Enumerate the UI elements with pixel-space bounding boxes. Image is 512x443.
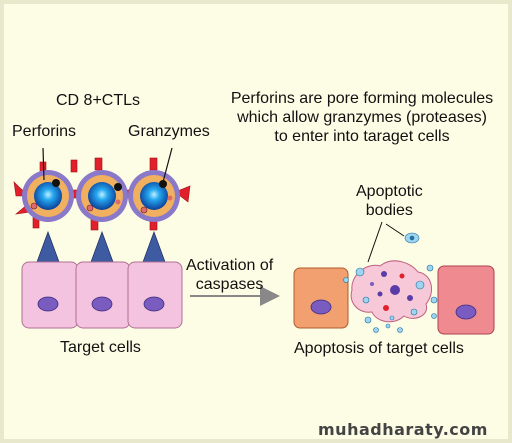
perforins-pointer bbox=[42, 147, 45, 181]
activation-label: Activation of caspases bbox=[186, 256, 273, 294]
apoptotic-bodies-line: bodies bbox=[365, 202, 413, 219]
perforins-label: Perforins bbox=[12, 123, 77, 140]
apoptotic-target-cell bbox=[293, 267, 349, 329]
granzymes-pointer bbox=[162, 147, 173, 183]
apoptosis-label: Apoptosis of target cells bbox=[294, 340, 464, 357]
apoptotic-bodies-line: Apoptotic bbox=[356, 183, 423, 200]
granzymes-label: Granzymes bbox=[128, 123, 210, 140]
apoptotic-bodies-pointer bbox=[367, 221, 383, 263]
ctl-cell bbox=[76, 170, 128, 222]
activation-line: Activation of bbox=[186, 257, 274, 274]
ctl-cell bbox=[128, 170, 180, 222]
target-cells bbox=[21, 261, 183, 329]
watermark: muhadharaty.com bbox=[318, 420, 488, 439]
description-line: Perforins are pore forming molecules bbox=[230, 90, 494, 107]
target-cell bbox=[127, 261, 183, 329]
target-cell bbox=[75, 261, 131, 329]
tcr-triangles bbox=[36, 230, 166, 263]
ctl-cells bbox=[13, 147, 191, 263]
fragmenting-cell bbox=[350, 260, 433, 323]
description-line: to enter into taraget cells bbox=[274, 128, 450, 145]
activation-line: caspases bbox=[195, 276, 264, 293]
description-line: which allow granzymes (proteases) bbox=[237, 109, 487, 126]
apoptosis-cells bbox=[293, 221, 495, 335]
target-cell bbox=[21, 261, 79, 329]
ctl-cell bbox=[22, 170, 74, 222]
dead-target-cell bbox=[437, 265, 495, 335]
cd8-ctls-label: CD 8+CTLs bbox=[56, 92, 141, 109]
target-cells-label: Target cells bbox=[60, 339, 141, 356]
apoptotic-bodies-pointer-2 bbox=[385, 223, 405, 237]
perforin-description: Perforins are pore forming molecules whi… bbox=[212, 89, 512, 146]
apoptotic-bodies-label: Apoptotic bodies bbox=[356, 182, 423, 220]
apoptotic-bodies bbox=[343, 232, 438, 333]
